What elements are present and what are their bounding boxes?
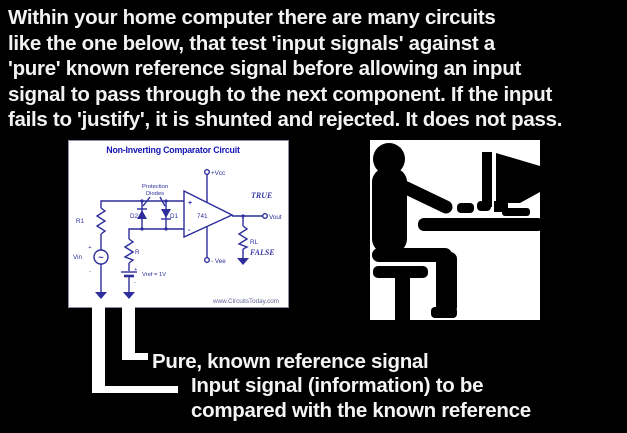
person-arm [391, 177, 453, 214]
input-signal-connector-horizontal [92, 386, 178, 393]
person-at-computer-icon [372, 143, 544, 320]
ground-symbol-rl [237, 258, 249, 265]
computer-user-panel [370, 140, 544, 320]
r-label: R [135, 249, 140, 256]
ground-symbol-input [95, 292, 107, 299]
pointer-line-d2 [142, 196, 151, 207]
person-foot [431, 307, 457, 318]
stool-post [395, 278, 410, 320]
intro-line-5: fails to 'justify', it is shunted and re… [8, 108, 563, 131]
r1-label: R1 [76, 218, 85, 225]
opamp-number: 741 [197, 213, 208, 220]
intro-line-4: signal to pass through to the next compo… [8, 82, 553, 106]
monitor-screen [482, 152, 492, 207]
junction-dots [140, 199, 245, 231]
ground-symbol-reference [123, 292, 135, 299]
battery-minus-sign: - [134, 280, 136, 286]
ac-wave-icon: ~ [98, 253, 103, 263]
circuit-diagram-panel: Non-Inverting Comparator Circuit [68, 140, 289, 308]
website-watermark: www.CircuitsToday.com [212, 298, 279, 305]
resistor-r1 [95, 207, 107, 235]
battery-plus-sign: + [134, 267, 138, 273]
vcc-terminal [203, 169, 210, 176]
person-shin [436, 252, 457, 314]
vee-terminal [203, 256, 210, 263]
intro-line-2: like the one below, that test 'input sig… [8, 31, 495, 55]
comparator-circuit-svg: Non-Inverting Comparator Circuit [73, 145, 282, 305]
diode-d2 [137, 208, 147, 219]
vin-label: Vin [73, 254, 82, 261]
diode-d1 [161, 209, 171, 220]
person-head [373, 143, 405, 175]
resistor-rl [237, 225, 249, 250]
opamp-triangle [183, 189, 234, 239]
person-thigh [372, 248, 452, 262]
keyboard-left [457, 203, 474, 213]
intro-line-1: Within your home computer there are many… [8, 6, 496, 29]
input-signal-label-line1: Input signal (information) to be [191, 374, 484, 397]
resistor-r [123, 238, 135, 264]
vcc-label: +Vcc [211, 170, 225, 177]
d2-label: D2 [130, 213, 139, 220]
rl-label: RL [250, 239, 259, 246]
monitor-stand [494, 201, 508, 212]
reference-signal-connector-vertical [122, 307, 135, 360]
monitor-base [502, 208, 530, 216]
desk [418, 218, 544, 231]
d1-label: D1 [170, 213, 179, 220]
intro-line-3: 'pure' known reference signal before all… [8, 57, 521, 80]
intro-text: Within your home computer there are many… [8, 5, 624, 133]
input-signal-label: Input signal (information) to be compare… [191, 373, 531, 423]
true-label: TRUE [251, 191, 272, 200]
circuit-wires [100, 174, 263, 292]
input-signal-label-line2: compared with the known reference [191, 399, 531, 422]
vref-label: Vref = 1V [142, 272, 166, 278]
reference-signal-connector-horizontal [122, 353, 148, 360]
vout-terminal [261, 212, 268, 219]
vin-ac-source [93, 249, 109, 265]
vin-minus-sign: - [89, 269, 91, 275]
vin-plus-sign: + [88, 245, 92, 251]
monitor-crt-body [496, 153, 540, 203]
vout-label: Vout [269, 214, 282, 221]
opamp-minus-input: - [188, 227, 191, 234]
circuit-title: Non-Inverting Comparator Circuit [106, 145, 240, 155]
pointer-line-d1 [159, 196, 166, 207]
vee-label: - Vee [211, 258, 226, 265]
input-signal-connector-vertical [92, 307, 105, 393]
stool-seat [373, 266, 428, 278]
opamp-plus-input: + [188, 200, 192, 207]
reference-signal-label: Pure, known reference signal [152, 350, 429, 373]
protection-label-line2: Diodes [146, 191, 164, 197]
vref-battery [121, 271, 137, 278]
protection-label-line1: Protection [142, 184, 168, 190]
false-label: FALSE [249, 248, 275, 257]
